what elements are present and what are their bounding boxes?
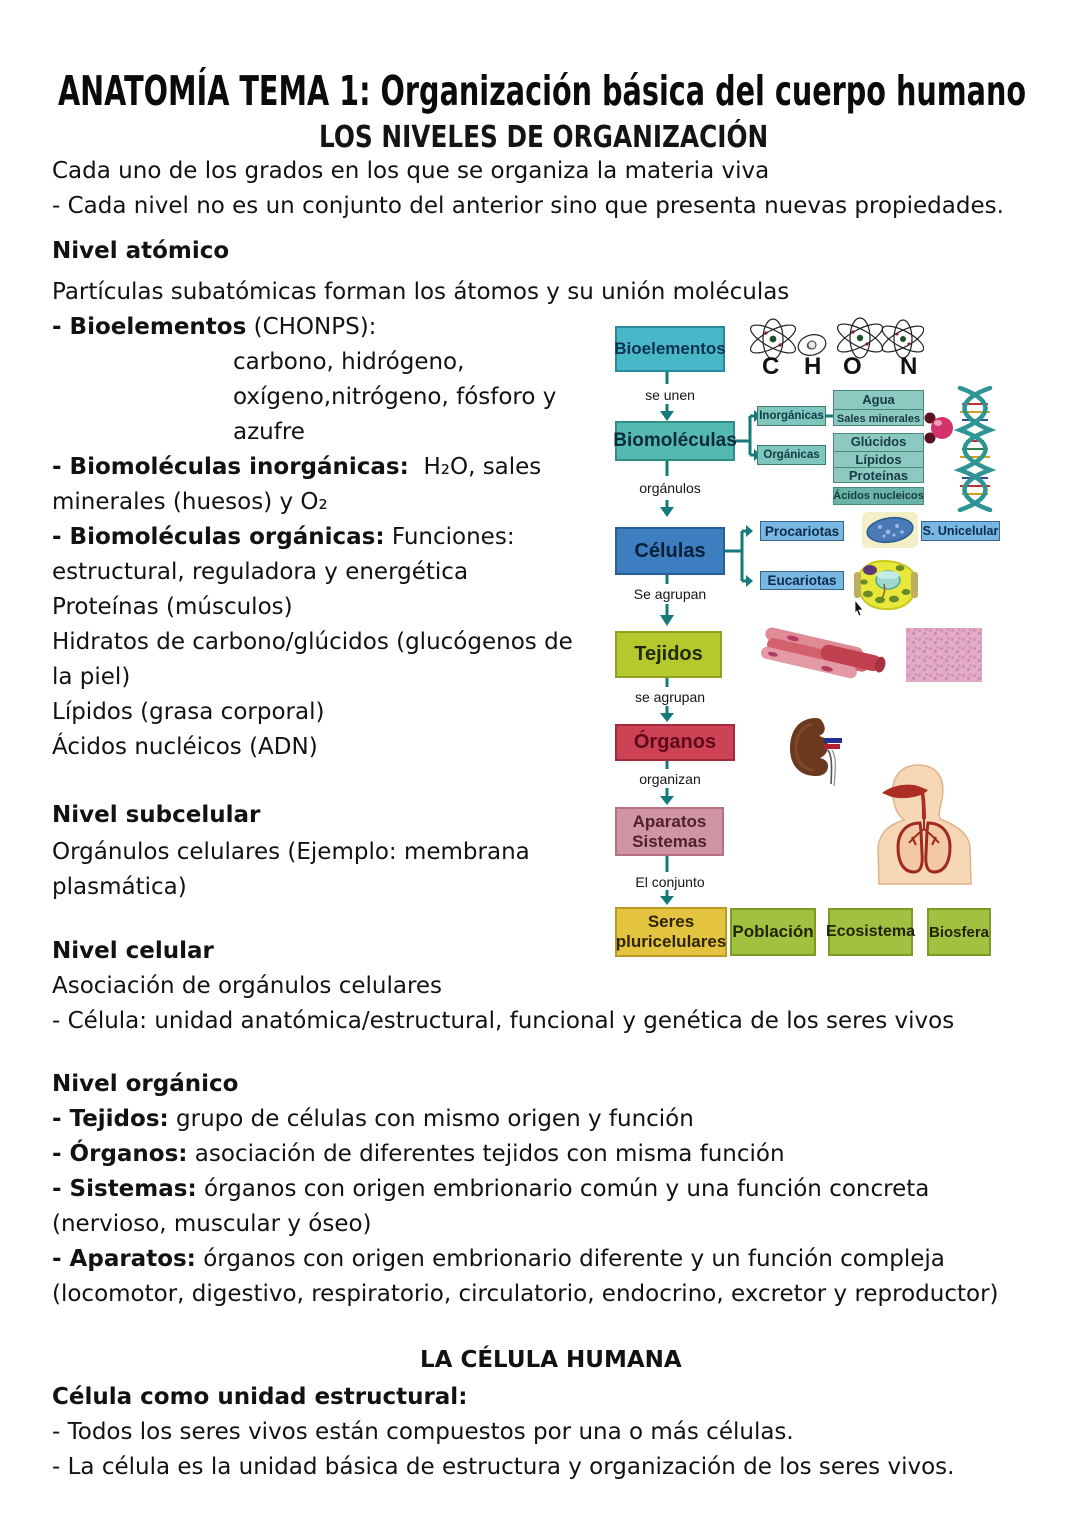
diagram-box-organic-examples: Glúcidos Lípidos Proteínas: [833, 433, 924, 483]
page-title: ANATOMÍA TEMA 1: Organización básica del…: [58, 67, 1027, 115]
water-molecule-illustration: [924, 412, 953, 444]
muscle-tissue-illustration: [760, 627, 886, 679]
text-line: - Órganos: asociación de diferentes teji…: [52, 1137, 785, 1172]
chon-letter-h: H: [804, 353, 821, 378]
kidney-illustration: [790, 718, 842, 787]
diagram-box-biosfera: Biosfera: [927, 908, 991, 956]
bold-run: - Bioelementos: [52, 314, 247, 340]
chon-letter-n: N: [900, 353, 917, 378]
bold-run: - Biomoléculas inorgánicas:: [52, 454, 409, 480]
box-label: Sales minerales: [834, 409, 923, 427]
diagram-box-organos: Órganos: [615, 724, 735, 761]
text-line: - Bioelementos (CHONPS):: [52, 310, 376, 345]
text-line: - Sistemas: órganos con origen embrionar…: [52, 1172, 929, 1207]
box-label: Proteínas: [834, 467, 923, 484]
diagram-box-ecosistema: Ecosistema: [826, 908, 915, 956]
bold-run: - Biomoléculas orgánicas:: [52, 524, 385, 550]
text-run: Funciones:: [384, 524, 515, 550]
text-line: Lípidos (grasa corporal): [52, 699, 325, 725]
levels-of-organization-diagram: Bioelementos Biomoléculas Células Tejido…: [600, 310, 1020, 970]
text-line: Célula como unidad estructural:: [52, 1384, 468, 1410]
chon-letter-c: C: [762, 353, 779, 378]
text-line: - Cada nivel no es un conjunto del anter…: [52, 193, 1004, 219]
diagram-box-celulas: Células: [615, 527, 725, 575]
diagram-box-bioelementos: Bioelementos: [614, 326, 726, 372]
chon-letter-o: O: [843, 353, 862, 378]
arrow-label-organulos: orgánulos: [639, 480, 701, 496]
text-line: - Célula: unidad anatómica/estructural, …: [52, 1008, 955, 1034]
text-line: Cada uno de los grados en los que se org…: [52, 158, 770, 184]
box-label: Lípidos: [834, 450, 923, 468]
histology-illustration: [906, 628, 982, 682]
text-line: Proteínas (músculos): [52, 594, 293, 620]
bold-run: - Órganos:: [52, 1141, 188, 1167]
text-run: H₂O, sales: [408, 454, 542, 480]
text-line: la piel): [52, 664, 131, 690]
text-line: - Todos los seres vivos están compuestos…: [52, 1419, 794, 1445]
diagram-box-inorganicas: Inorgánicas: [757, 406, 826, 426]
box-label: Seres: [647, 912, 695, 932]
text-line: Partículas subatómicas forman los átomos…: [52, 279, 790, 305]
diagram-box-eucariotas: Eucariotas: [760, 571, 844, 590]
section-heading-cellular: Nivel celular: [52, 938, 214, 964]
text-run: asociación de diferentes tejidos con mis…: [187, 1141, 785, 1167]
text-line: Hidratos de carbono/glúcidos (glucógenos…: [52, 629, 573, 655]
text-line: - Biomoléculas inorgánicas: H₂O, sales: [52, 450, 541, 485]
arrow-label-se-agrupan-2: se agrupan: [634, 689, 706, 705]
text-run: órganos con origen embrionario diferente…: [195, 1246, 945, 1272]
page-subtitle: LOS NIVELES DE ORGANIZACIÓN: [319, 120, 769, 155]
diagram-box-acidos-nucleicos: Ácidos nucleicos: [833, 487, 924, 505]
text-line: carbono, hidrógeno,: [233, 349, 465, 375]
arrow-label-se-unen: se unen: [645, 387, 695, 403]
text-line: minerales (huesos) y O₂: [52, 489, 328, 515]
bold-run: - Aparatos:: [52, 1246, 196, 1272]
bacterium-illustration: [862, 512, 918, 548]
diagram-box-biomoleculas: Biomoléculas: [613, 421, 737, 461]
human-torso-illustration: [877, 764, 972, 885]
text-line: plasmática): [52, 874, 187, 900]
text-line: estructural, reguladora y energética: [52, 559, 469, 585]
diagram-box-inorganic-examples: Agua Sales minerales: [833, 390, 924, 426]
text-line: - Aparatos: órganos con origen embrionar…: [52, 1242, 945, 1277]
text-line: oxígeno,nitrógeno, fósforo y: [233, 384, 557, 410]
text-line: Asociación de orgánulos celulares: [52, 973, 443, 999]
bold-run: - Sistemas:: [52, 1176, 197, 1202]
eukaryote-cell-illustration: [854, 559, 918, 611]
bold-run: - Tejidos:: [52, 1106, 169, 1132]
arrow-label-el-conjunto: El conjunto: [635, 874, 705, 890]
diagram-box-organicas: Orgánicas: [757, 445, 826, 465]
box-label: pluricelulares: [615, 932, 727, 951]
diagram-connectors: [660, 372, 833, 905]
diagram-box-procariotas: Procariotas: [760, 521, 844, 541]
box-label: Aparatos: [632, 811, 707, 831]
mouse-cursor-icon: [854, 600, 864, 617]
text-run: (CHONPS):: [246, 314, 377, 340]
text-line: azufre: [233, 419, 305, 445]
text-line: Ácidos nucléicos (ADN): [52, 734, 318, 760]
text-line: - Biomoléculas orgánicas: Funciones:: [52, 520, 515, 555]
diagram-box-poblacion: Población: [730, 908, 816, 956]
atoms-chon-illustration: C H O N: [749, 317, 924, 378]
section-heading-organic: Nivel orgánico: [52, 1071, 239, 1097]
section-heading-cell: LA CÉLULA HUMANA: [420, 1347, 682, 1373]
text-line: - Tejidos: grupo de células con mismo or…: [52, 1102, 694, 1137]
diagram-box-s-unicelular: S. Unicelular: [921, 521, 1000, 541]
text-run: grupo de células con mismo origen y func…: [168, 1106, 694, 1132]
text-run: órganos con origen embrionario común y u…: [196, 1176, 930, 1202]
text-line: (nervioso, muscular y óseo): [52, 1211, 372, 1237]
dna-helix-illustration: [953, 386, 997, 512]
text-line: Orgánulos celulares (Ejemplo: membrana: [52, 839, 530, 865]
text-line: - La célula es la unidad básica de estru…: [52, 1454, 955, 1480]
box-label: Agua: [862, 392, 895, 407]
box-label: Glúcidos: [850, 434, 907, 449]
arrow-label-se-agrupan-1: Se agrupan: [633, 586, 707, 602]
diagram-box-tejidos: Tejidos: [615, 631, 722, 678]
section-heading-subcellular: Nivel subcelular: [52, 802, 261, 828]
arrow-label-organizan: organizan: [639, 771, 701, 787]
section-heading-atomic: Nivel atómico: [52, 238, 230, 264]
box-label: Sistemas: [632, 831, 707, 851]
text-line: (locomotor, digestivo, respiratorio, cir…: [52, 1281, 999, 1307]
